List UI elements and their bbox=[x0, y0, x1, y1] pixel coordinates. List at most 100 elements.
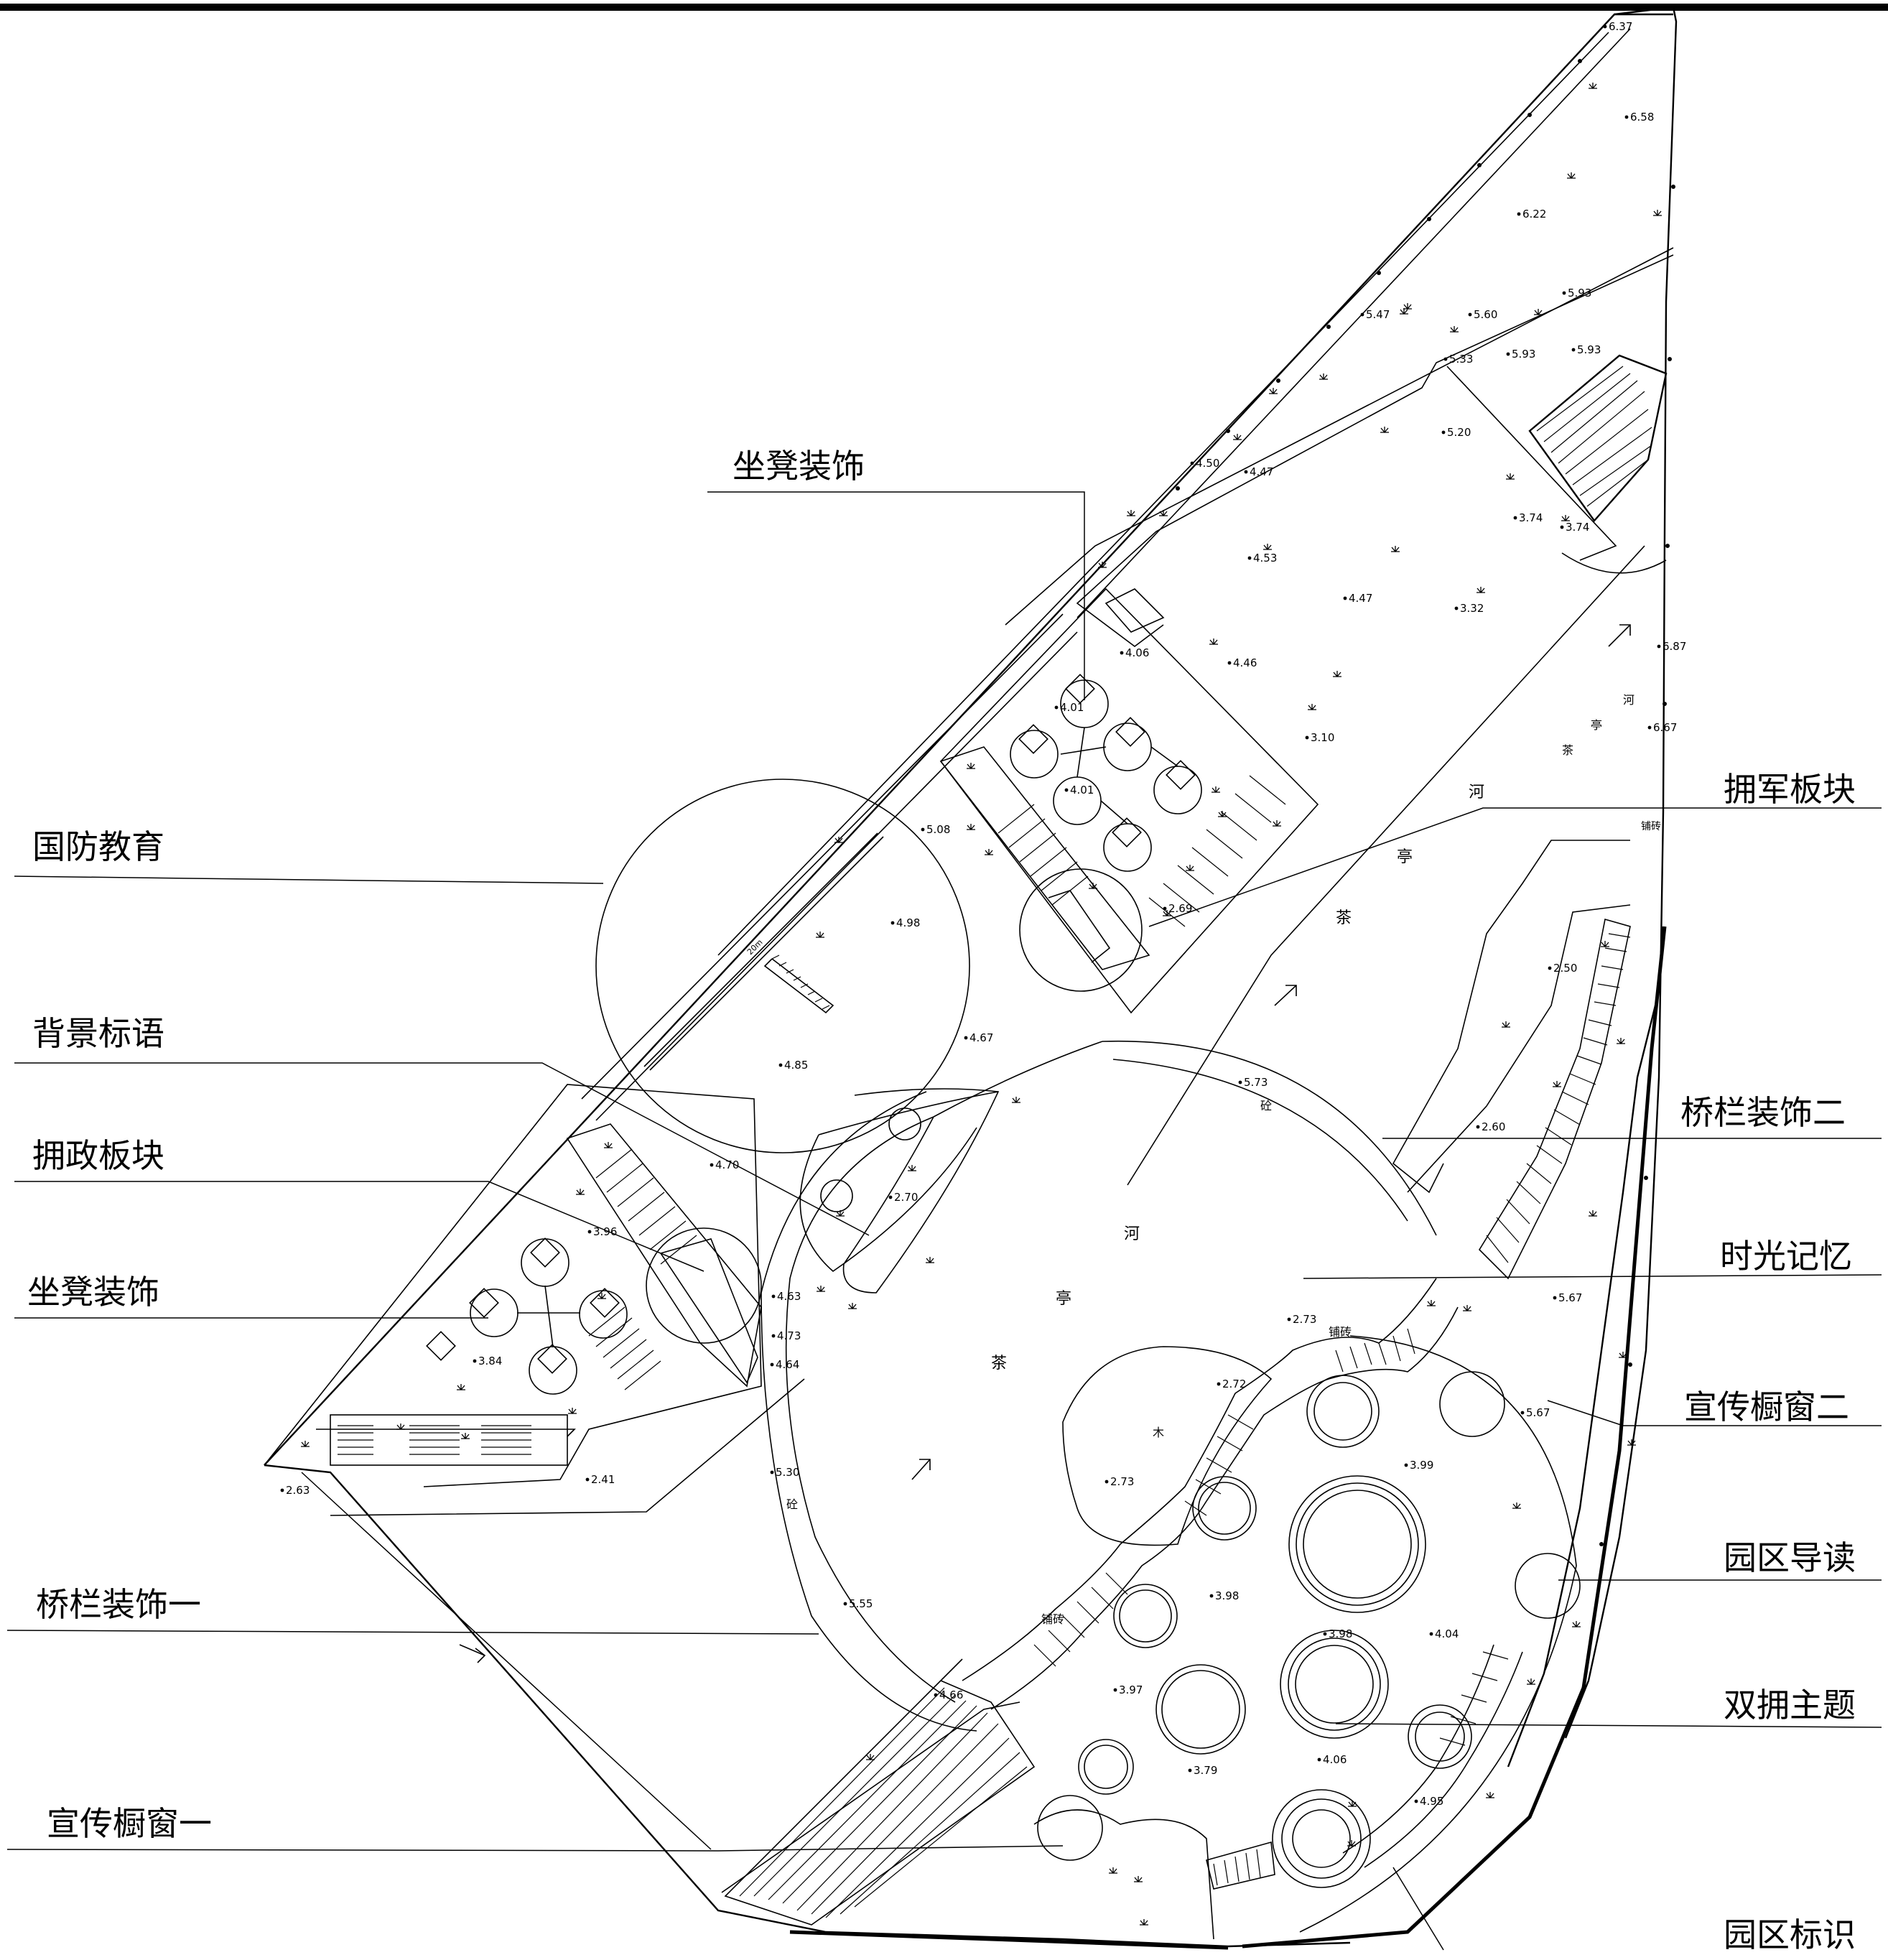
elevation-dot bbox=[771, 1294, 776, 1299]
shrub-icon bbox=[461, 1433, 470, 1440]
shrub-icon bbox=[1263, 544, 1272, 551]
elevation-dot bbox=[770, 1470, 774, 1474]
elevation-label: 2.60 bbox=[1482, 1120, 1505, 1133]
elevation-label: 3.32 bbox=[1460, 602, 1484, 615]
elevation-dot bbox=[280, 1488, 284, 1492]
elevation-label: 4.47 bbox=[1349, 592, 1372, 605]
shrub-icon bbox=[1186, 865, 1194, 872]
shrub-icon bbox=[985, 849, 993, 856]
word-concrete2: 砼 bbox=[786, 1497, 798, 1511]
elevation-label: 6.67 bbox=[1653, 721, 1677, 734]
shrub-icon bbox=[1269, 388, 1278, 395]
elevation-dot bbox=[1305, 735, 1309, 740]
shrub-icon bbox=[1333, 671, 1341, 678]
shrub-icon bbox=[1319, 373, 1328, 381]
left-lower-area bbox=[264, 1084, 805, 1516]
elevation-dot bbox=[1468, 312, 1472, 317]
shrub-icon bbox=[597, 1293, 606, 1300]
support-gov-panel bbox=[566, 1123, 762, 1390]
shrub-icon bbox=[1486, 1792, 1494, 1799]
tree-symbols bbox=[301, 83, 1662, 1926]
shrub-icon bbox=[1534, 309, 1543, 316]
elevation-dot bbox=[587, 1230, 592, 1234]
shrub-icon bbox=[1463, 1305, 1471, 1312]
elevation-label: 3.10 bbox=[1311, 731, 1334, 744]
elevation-label: 3.98 bbox=[1329, 1627, 1352, 1640]
elevation-dot bbox=[1238, 1080, 1242, 1084]
shrub-icon bbox=[1273, 820, 1281, 827]
word-ting-upper: 亭 bbox=[1397, 848, 1413, 866]
elevation-label: 3.97 bbox=[1119, 1683, 1143, 1696]
elevation-label: 5.33 bbox=[1449, 353, 1473, 366]
shrub-icon bbox=[1089, 883, 1097, 890]
elevation-dot bbox=[1064, 788, 1069, 792]
elevation-label: 2.50 bbox=[1553, 962, 1577, 975]
elevation-label: 5.30 bbox=[776, 1466, 799, 1479]
elevation-label: 6.22 bbox=[1522, 208, 1546, 220]
shrub-icon bbox=[1098, 562, 1107, 569]
shrub-icon bbox=[1012, 1097, 1020, 1104]
shrub-icon bbox=[1209, 638, 1218, 646]
shrub-icon bbox=[834, 837, 843, 844]
shrub-icon bbox=[1553, 1081, 1561, 1088]
leader-lines bbox=[6, 491, 1882, 1951]
label-seat-deco-left: 坐凳装饰 bbox=[27, 1273, 159, 1311]
word-cha-upper: 茶 bbox=[1336, 909, 1352, 927]
shrub-icon bbox=[1427, 1300, 1436, 1307]
elevation-label: 5.67 bbox=[1558, 1291, 1582, 1304]
upper-right-stair bbox=[1528, 354, 1668, 574]
elevation-dot bbox=[1105, 1480, 1109, 1484]
shrub-icon bbox=[1627, 1439, 1636, 1446]
elevation-label: 2.69 bbox=[1168, 902, 1192, 915]
elevation-dot bbox=[1506, 352, 1510, 356]
shrub-icon bbox=[568, 1408, 577, 1415]
elevation-dot bbox=[890, 921, 895, 925]
shrub-icon bbox=[604, 1142, 613, 1149]
elevation-label: 4.04 bbox=[1435, 1627, 1459, 1640]
shrub-icon bbox=[1380, 427, 1389, 434]
shrub-icon bbox=[848, 1303, 857, 1310]
shrub-icon bbox=[1653, 210, 1662, 217]
elevation-dot bbox=[1287, 1317, 1291, 1322]
elevation-label: 3.74 bbox=[1519, 511, 1543, 524]
elevation-dot bbox=[771, 1334, 776, 1338]
shrub-icon bbox=[1512, 1502, 1521, 1510]
elevation-dot bbox=[1454, 606, 1459, 610]
elevation-dot bbox=[1317, 1757, 1321, 1762]
elevation-label: 5.08 bbox=[926, 823, 950, 836]
shrub-icon bbox=[1502, 1021, 1510, 1028]
elevation-label: 4.06 bbox=[1125, 646, 1149, 659]
shrub-icon bbox=[1218, 811, 1227, 818]
shrub-icon bbox=[1403, 303, 1412, 310]
elevation-label: 4.06 bbox=[1323, 1753, 1347, 1766]
elevation-dot bbox=[1647, 725, 1652, 730]
elevation-dot bbox=[1163, 906, 1167, 911]
elevation-label: 2.73 bbox=[1293, 1313, 1316, 1326]
word-ting-lower: 亭 bbox=[1056, 1290, 1071, 1308]
shrub-icon bbox=[396, 1423, 405, 1431]
winding-stair-path bbox=[962, 1278, 1459, 1710]
elevation-label: 5.20 bbox=[1447, 426, 1471, 439]
shrub-icon bbox=[836, 1210, 845, 1217]
shrub-icon bbox=[1163, 910, 1171, 917]
elevation-label: 3.84 bbox=[478, 1355, 502, 1367]
elevation-dot bbox=[888, 1195, 893, 1199]
label-support-gov-panel: 拥政板块 bbox=[32, 1136, 164, 1175]
shrub-icon bbox=[1477, 587, 1485, 594]
elevation-label: 5.93 bbox=[1568, 287, 1591, 299]
elevation-dot bbox=[1190, 461, 1194, 465]
elevation-dot bbox=[1323, 1632, 1327, 1636]
shrub-icon bbox=[1212, 786, 1220, 794]
elevation-dot bbox=[778, 1063, 783, 1067]
shrub-icon bbox=[1308, 704, 1316, 711]
elevation-label: 5.47 bbox=[1366, 308, 1390, 321]
elevation-label: 5.60 bbox=[1474, 308, 1497, 321]
shrub-icon bbox=[301, 1441, 310, 1448]
word-paving: 铺砖 bbox=[1329, 1325, 1352, 1339]
elevation-label: 4.64 bbox=[776, 1358, 799, 1371]
shrub-icon bbox=[1589, 1210, 1597, 1217]
elevation-dot bbox=[1560, 525, 1564, 529]
elevation-label: 3.99 bbox=[1410, 1459, 1433, 1472]
